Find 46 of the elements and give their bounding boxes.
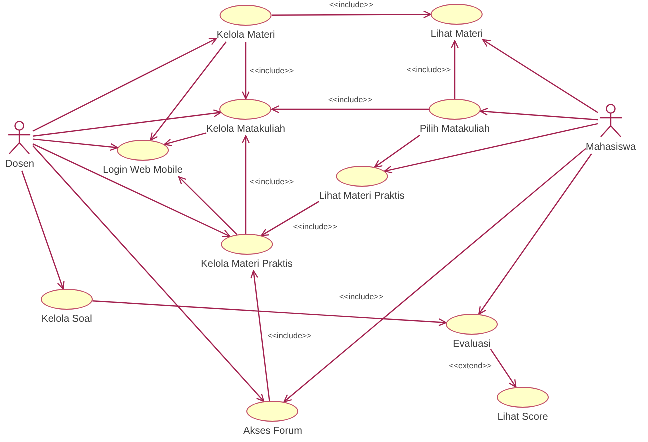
use-case-label: Lihat Materi xyxy=(430,29,484,41)
arrow xyxy=(384,123,598,174)
edge-label: <<include>> xyxy=(248,178,295,186)
actor-label: Mahasiswa xyxy=(586,142,636,154)
arrow xyxy=(490,349,517,388)
edge-label: <<include>> xyxy=(327,95,374,104)
use-case-label: Kelola Soal xyxy=(42,314,92,326)
arrow xyxy=(32,138,118,152)
use-case-label: Pilih Matakuliah xyxy=(420,124,490,136)
arrow xyxy=(272,10,432,19)
use-case-label: Evaluasi xyxy=(453,339,491,351)
arrow xyxy=(261,201,320,236)
use-case-label: Kelola Materi xyxy=(216,30,276,42)
edge-label: <<include>> xyxy=(328,0,374,10)
use-case-label: Login Web Mobile xyxy=(103,165,183,177)
arrow xyxy=(22,170,65,290)
arrow xyxy=(32,145,265,402)
edge-label: <<include>> xyxy=(266,332,313,341)
arrow xyxy=(32,110,222,137)
use-case-label: Kelola Matakuliah xyxy=(206,124,286,136)
edge-label: <<include>> xyxy=(292,222,338,232)
edge-label: <<include>> xyxy=(248,66,296,75)
arrow xyxy=(451,40,459,99)
arrow xyxy=(150,42,227,142)
arrow xyxy=(242,135,250,234)
actor-label: Dosen xyxy=(6,159,34,171)
arrow xyxy=(242,42,250,100)
edge-label: <<extend>> xyxy=(448,362,493,371)
use-case-label: Lihat Materi Praktis xyxy=(319,191,405,203)
arrow xyxy=(271,106,429,114)
edge-label: <<include>> xyxy=(406,66,452,74)
arrow xyxy=(482,39,598,114)
use-case-label: Lihat Score xyxy=(498,412,548,424)
arrow xyxy=(374,135,420,168)
arrow xyxy=(164,132,207,147)
arrow xyxy=(32,38,218,132)
use-case-label: Kelola Materi Praktis xyxy=(201,259,293,271)
arrow xyxy=(92,300,447,326)
use-case-label: Akses Forum xyxy=(244,426,302,438)
arrow xyxy=(250,270,270,402)
arrow xyxy=(480,108,598,121)
arrow xyxy=(32,144,231,238)
arrow xyxy=(178,176,238,236)
arrow xyxy=(478,154,592,315)
edge-label: <<include>> xyxy=(338,292,385,302)
arrow xyxy=(284,148,586,403)
